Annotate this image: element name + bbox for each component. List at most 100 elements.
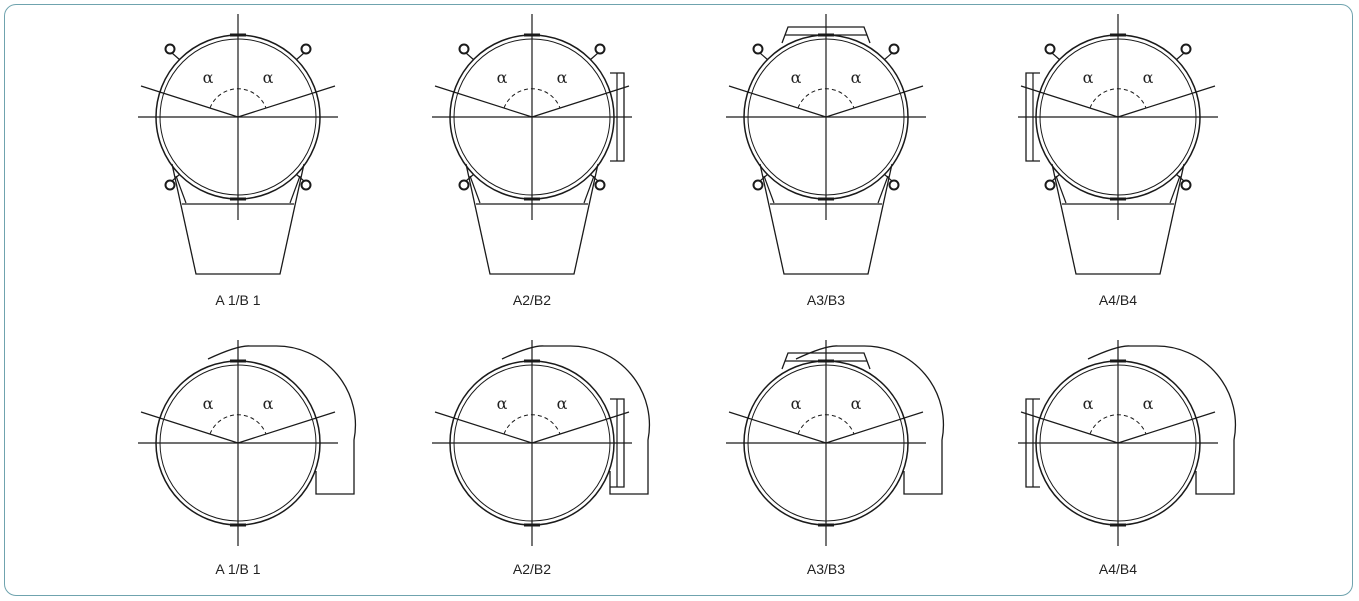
volute-variant-1: α α A 1/B 1 — [138, 340, 357, 577]
angle-arc — [209, 88, 267, 109]
alpha-label-left: α — [497, 68, 508, 87]
angle-arc — [1089, 88, 1147, 109]
lug-arm — [171, 173, 181, 182]
lug-arm — [759, 173, 769, 182]
angle-ray-left — [140, 411, 239, 444]
angle-ray-left — [728, 411, 827, 444]
frame-variant-4: α αA4/B4 — [1018, 14, 1218, 308]
lug-arm — [171, 52, 181, 61]
angle-ray-right — [237, 411, 336, 444]
lug-arm — [759, 52, 769, 61]
alpha-label-left: α — [497, 394, 508, 413]
variant-label: A 1/B 1 — [215, 292, 260, 308]
angle-ray-right — [531, 411, 630, 444]
bolt-lug-top-left — [1044, 43, 1056, 55]
variant-label: A4/B4 — [1099, 292, 1137, 308]
bolt-lug-bottom-right — [888, 179, 900, 191]
angle-arc — [797, 414, 855, 435]
bolt-lug-top-left — [458, 43, 470, 55]
lug-arm — [1175, 52, 1185, 61]
variant-label: A 1/B 1 — [215, 561, 260, 577]
angle-arc — [503, 88, 561, 109]
bolt-lug-top-right — [594, 43, 606, 55]
alpha-label-left: α — [1083, 68, 1094, 87]
bolt-lug-top-right — [300, 43, 312, 55]
angle-ray-left — [1020, 411, 1119, 444]
stand-brace-left — [175, 175, 187, 204]
lug-arm — [465, 52, 475, 61]
angle-arc — [1089, 414, 1147, 435]
alpha-label-right: α — [851, 394, 862, 413]
bolt-lug-top-right — [1180, 43, 1192, 55]
volute-variant-3: α αA3/B3 — [726, 340, 945, 577]
lug-arm — [883, 173, 893, 182]
angle-arc — [797, 88, 855, 109]
angle-ray-left — [140, 85, 239, 118]
alpha-label-left: α — [203, 68, 214, 87]
bolt-lug-bottom-left — [458, 179, 470, 191]
angle-ray-right — [1117, 85, 1216, 118]
lug-arm — [295, 52, 305, 61]
bolt-lug-bottom-left — [164, 179, 176, 191]
frame-variant-1: α α A 1/B 1 — [138, 14, 338, 308]
stand-brace-left — [1055, 175, 1067, 204]
lug-arm — [883, 52, 893, 61]
alpha-label-left: α — [1083, 394, 1094, 413]
angle-ray-left — [434, 85, 533, 118]
angle-ray-right — [531, 85, 630, 118]
bolt-lug-top-left — [752, 43, 764, 55]
alpha-label-right: α — [1143, 68, 1154, 87]
support-stand — [1051, 163, 1185, 275]
angle-ray-right — [1117, 411, 1216, 444]
lug-arm — [589, 173, 599, 182]
variant-label: A2/B2 — [513, 561, 551, 577]
lug-arm — [295, 173, 305, 182]
angle-arc — [209, 414, 267, 435]
variant-label: A2/B2 — [513, 292, 551, 308]
angle-ray-left — [728, 85, 827, 118]
frame-variant-2: α αA2/B2 — [432, 14, 632, 308]
lug-arm — [1051, 173, 1061, 182]
support-stand — [759, 163, 893, 275]
volute-casing — [1087, 345, 1237, 495]
stand-brace-right — [877, 175, 889, 204]
support-stand — [171, 163, 305, 275]
stand-brace-right — [289, 175, 301, 204]
stand-brace-right — [583, 175, 595, 204]
angle-arc — [503, 414, 561, 435]
alpha-label-right: α — [263, 68, 274, 87]
alpha-label-left: α — [791, 68, 802, 87]
stand-brace-left — [763, 175, 775, 204]
volute-variant-2: α αA2/B2 — [432, 340, 651, 577]
alpha-label-left: α — [203, 394, 214, 413]
figure-frame — [4, 4, 1353, 596]
angle-ray-left — [434, 411, 533, 444]
bolt-lug-bottom-right — [1180, 179, 1192, 191]
angle-ray-left — [1020, 85, 1119, 118]
variant-label: A3/B3 — [807, 561, 845, 577]
volute-variant-4: α αA4/B4 — [1018, 340, 1237, 577]
bolt-lug-bottom-right — [300, 179, 312, 191]
bolt-lug-bottom-left — [1044, 179, 1056, 191]
variant-label: A4/B4 — [1099, 561, 1137, 577]
stand-brace-right — [1169, 175, 1181, 204]
bolt-lug-bottom-left — [752, 179, 764, 191]
alpha-label-left: α — [791, 394, 802, 413]
alpha-label-right: α — [1143, 394, 1154, 413]
alpha-label-right: α — [557, 394, 568, 413]
bolt-lug-top-right — [888, 43, 900, 55]
lug-arm — [1051, 52, 1061, 61]
lug-arm — [465, 173, 475, 182]
bolt-lug-bottom-right — [594, 179, 606, 191]
volute-casing — [501, 345, 651, 495]
stand-brace-left — [469, 175, 481, 204]
support-stand — [465, 163, 599, 275]
alpha-label-right: α — [263, 394, 274, 413]
lug-arm — [1175, 173, 1185, 182]
alpha-label-right: α — [557, 68, 568, 87]
alpha-label-right: α — [851, 68, 862, 87]
volute-casing — [207, 345, 357, 495]
bolt-lug-top-left — [164, 43, 176, 55]
